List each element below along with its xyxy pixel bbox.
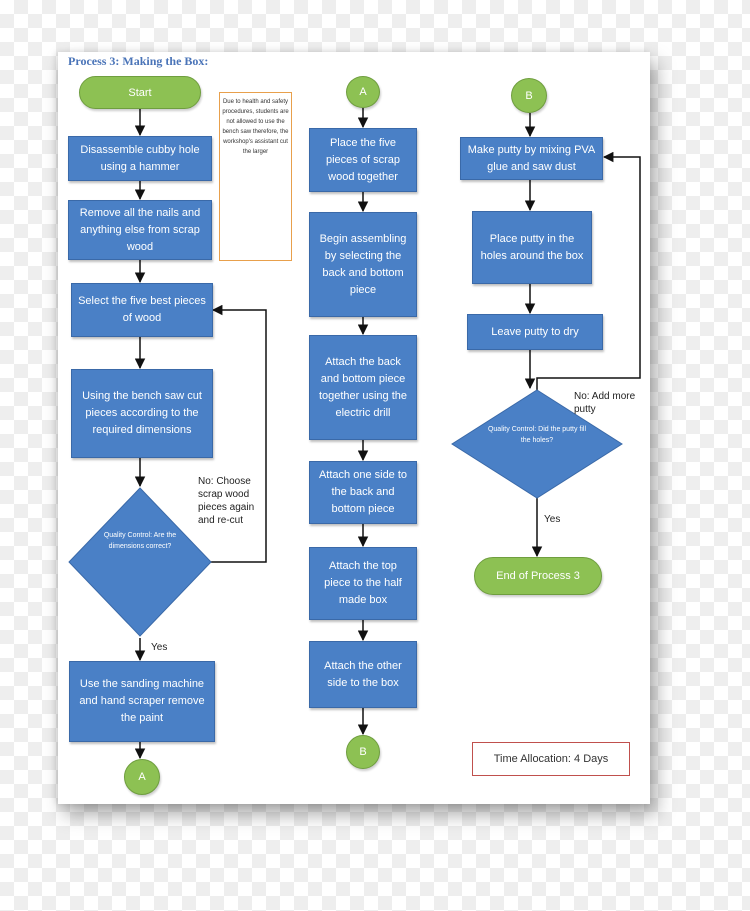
no-choose-scrap-label: No: Choose scrap wood pieces again and r… xyxy=(198,476,255,526)
yes-label-col1: Yes xyxy=(151,642,168,653)
connector-a-start: A xyxy=(346,76,380,108)
safety-note: Due to health and safety procedures, stu… xyxy=(219,92,292,261)
start-terminal: Start xyxy=(79,76,201,109)
decision-putty-diamond xyxy=(451,389,623,499)
end-of-process-terminal: End of Process 3 xyxy=(474,557,602,595)
connector-a-end: A xyxy=(124,759,160,795)
connector-b-start: B xyxy=(511,78,547,113)
time-allocation-box: Time Allocation: 4 Days xyxy=(472,742,630,776)
decision-dimensions-text: Quality Control: Are the dimensions corr… xyxy=(103,532,177,550)
decision-putty-text: Quality Control: Did the putty fill the … xyxy=(487,426,587,444)
step-attach-top: Attach the top piece to the half made bo… xyxy=(309,547,417,620)
step-place-putty: Place putty in the holes around the box xyxy=(472,211,592,284)
step-sand-and-scrape: Use the sanding machine and hand scraper… xyxy=(69,661,215,742)
step-make-putty: Make putty by mixing PVA glue and saw du… xyxy=(460,137,603,180)
connector-b-end: B xyxy=(346,735,380,769)
no-add-more-putty-label: No: Add more putty xyxy=(574,391,636,415)
step-cut-pieces: Using the bench saw cut pieces according… xyxy=(71,369,213,458)
arrow-decision-no-loop xyxy=(210,304,267,563)
yes-label-col3: Yes xyxy=(544,514,561,525)
step-select-pieces: Select the five best pieces of wood xyxy=(71,283,213,337)
step-place-pieces-together: Place the five pieces of scrap wood toge… xyxy=(309,128,417,192)
step-attach-one-side: Attach one side to the back and bottom p… xyxy=(309,461,417,524)
page-title: Process 3: Making the Box: xyxy=(68,54,209,68)
step-disassemble-cubby-hole: Disassemble cubby hole using a hammer xyxy=(68,136,212,181)
step-attach-back-bottom: Attach the back and bottom piece togethe… xyxy=(309,335,417,440)
step-leave-putty-dry: Leave putty to dry xyxy=(467,314,603,350)
step-attach-other-side: Attach the other side to the box xyxy=(309,641,417,708)
step-begin-assembling: Begin assembling by selecting the back a… xyxy=(309,212,417,317)
decision-dimensions-diamond xyxy=(68,487,212,637)
step-remove-nails: Remove all the nails and anything else f… xyxy=(68,200,212,260)
arrow-c3-decision-no-loop xyxy=(536,151,641,390)
